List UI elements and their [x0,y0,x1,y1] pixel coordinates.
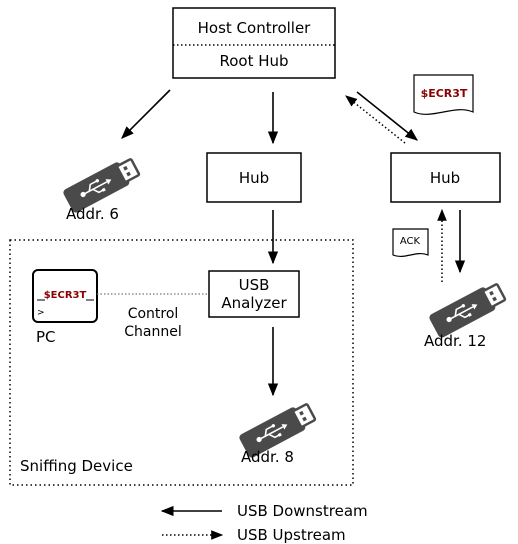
hub-right-label: Hub [430,169,460,187]
legend-downstream-label: USB Downstream [237,502,368,520]
root-hub-label: Root Hub [219,52,288,70]
addr12-label: Addr. 12 [424,332,486,350]
usb-analyzer-box: USB Analyzer [208,270,300,318]
usb-device-icon-addr12 [426,279,509,341]
host-controller-box: Host Controller Root Hub [172,7,336,79]
arrow-upstream-hub-right-to-root [345,95,406,144]
analyzer-line1: USB [239,276,270,294]
sniffing-device-frame [9,239,354,486]
pc-label: PC [36,328,56,346]
secret-note-text: $ECR3T [421,87,468,100]
pc-prompt: > [37,308,45,318]
ack-note: ACK [392,228,429,258]
hub-right-box: Hub [390,152,501,203]
control-channel-line2: Channel [124,324,181,340]
pc-screen: $ECR3T > [32,269,98,323]
hub-center-box: Hub [206,152,302,203]
hub-center-label: Hub [239,169,269,187]
ack-note-text: ACK [400,236,421,247]
arrow-root-to-hub-right [356,91,418,141]
control-channel-line1: Control [128,306,179,322]
addr8-label: Addr. 8 [241,448,294,466]
secret-note: $ECR3T [413,74,474,115]
sniffing-device-label: Sniffing Device [20,457,133,475]
pc-screen-secret: $ECR3T [44,290,87,301]
addr6-label: Addr. 6 [66,205,119,223]
arrow-root-to-addr6 [121,89,171,139]
legend-upstream-label: USB Upstream [237,526,346,544]
host-controller-label: Host Controller [198,19,312,37]
analyzer-line2: Analyzer [221,294,287,312]
